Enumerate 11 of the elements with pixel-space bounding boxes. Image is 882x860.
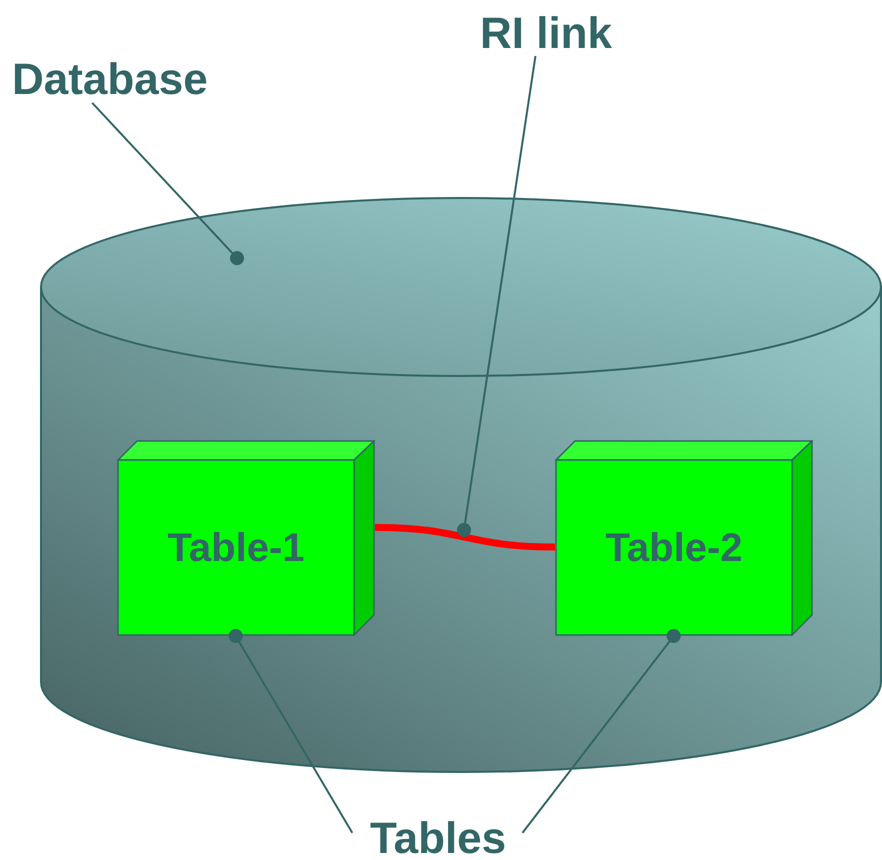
callout-label: Tables: [370, 817, 506, 860]
leader-line: [228, 629, 354, 834]
callout-label: Database: [12, 58, 208, 102]
leader-line: [92, 102, 244, 266]
leader-line: [522, 629, 681, 834]
table-name: Table-1: [166, 528, 306, 568]
callout-label: RI link: [480, 12, 612, 56]
leader-line: [457, 56, 536, 537]
database-cylinder: [40, 197, 882, 774]
link-line: [374, 524, 556, 551]
table-name: Table-2: [604, 528, 744, 568]
